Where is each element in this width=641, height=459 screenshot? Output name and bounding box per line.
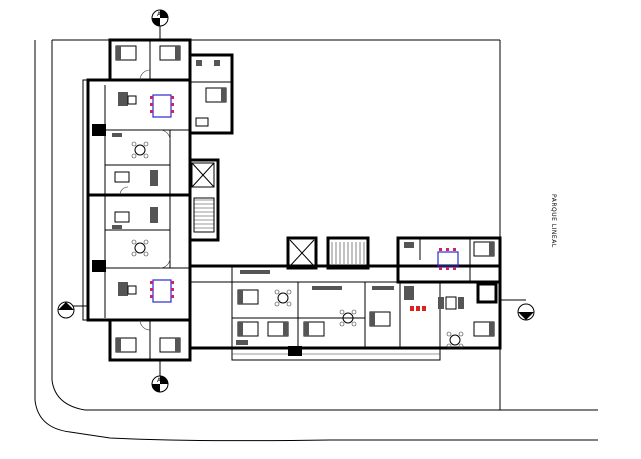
section-label-right: B [524, 307, 528, 313]
vertical-wing [82, 38, 192, 362]
section-marker-left: B [57, 301, 88, 319]
section-label-bottom: A [157, 377, 162, 384]
top-annex [188, 53, 234, 135]
dining-table-icon [150, 279, 174, 303]
dining-table-icon [437, 248, 459, 270]
section-marker-right: B [500, 299, 535, 321]
horizontal-wing [188, 236, 502, 361]
section-label-left: B [64, 312, 68, 318]
dining-table-icon [150, 94, 174, 118]
right-annex [396, 236, 502, 304]
stair-core [188, 158, 220, 242]
section-marker-bottom: A [151, 360, 169, 393]
section-label-top: A [157, 11, 162, 18]
site-boundary [34, 39, 598, 442]
park-label: PARQUE LINEAL [550, 194, 557, 248]
section-marker-top: A [151, 9, 169, 40]
